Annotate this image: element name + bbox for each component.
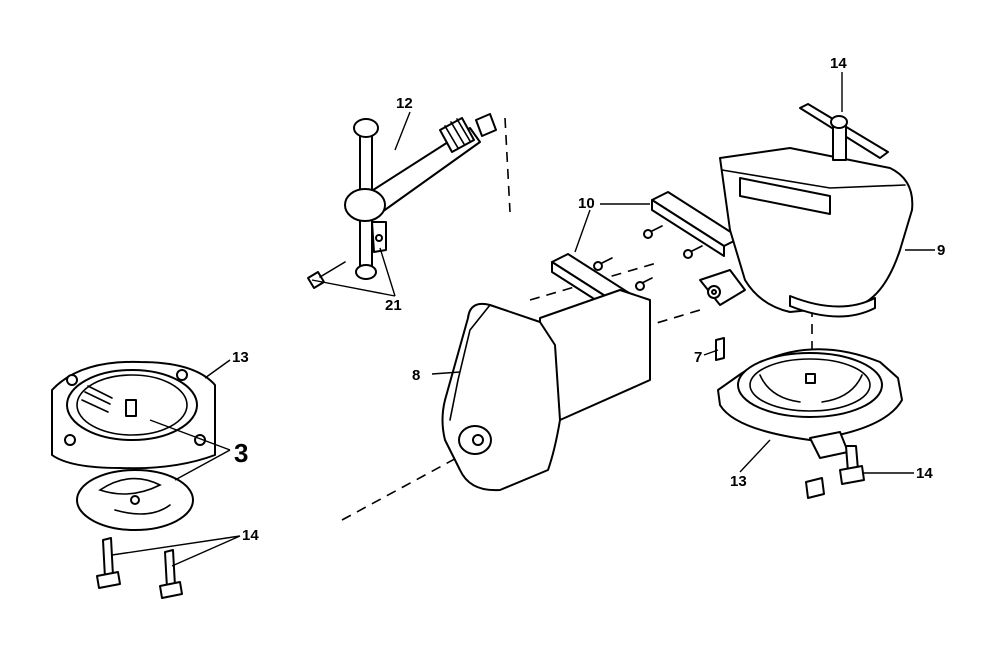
axis-line-jaw [529, 261, 661, 301]
jaw-screws [593, 225, 703, 291]
label-8: 8 [412, 367, 420, 384]
label-12: 12 [396, 95, 413, 112]
label-9: 9 [937, 242, 945, 259]
axis-line-body [341, 454, 463, 521]
label-7: 7 [694, 349, 702, 366]
base-plate-left [51, 360, 216, 470]
label-14-right: 14 [916, 465, 933, 482]
base-bolt-lug [809, 431, 849, 459]
bolts-right [805, 445, 865, 499]
thrust-nut [475, 113, 497, 137]
clamp-disc-3 [76, 469, 194, 531]
lock-pin [715, 337, 725, 361]
handle-screw-assembly [307, 113, 497, 289]
top-handle [799, 103, 889, 161]
screw-thread [439, 117, 475, 153]
swivel-base-right [717, 348, 903, 459]
label-3: 3 [234, 438, 248, 468]
rear-jaw-casting [719, 147, 914, 313]
front-jaw-casting [441, 302, 561, 492]
bolts-left [96, 537, 183, 599]
swivel-disc [789, 295, 876, 318]
label-14-left: 14 [242, 527, 259, 544]
handle-hub [344, 188, 386, 222]
label-10: 10 [578, 195, 595, 212]
label-14-top: 14 [830, 55, 847, 72]
small-bolt [307, 271, 325, 289]
front-jaw-body [441, 289, 651, 492]
label-21: 21 [385, 297, 402, 314]
axis-line-handle [504, 117, 511, 213]
label-13-right: 13 [730, 473, 747, 490]
label-13-left: 13 [232, 349, 249, 366]
rear-jaw-body [699, 147, 914, 361]
leader-lines [111, 72, 935, 567]
rear-jaw-face [739, 177, 831, 215]
spindle-nut [699, 269, 746, 306]
